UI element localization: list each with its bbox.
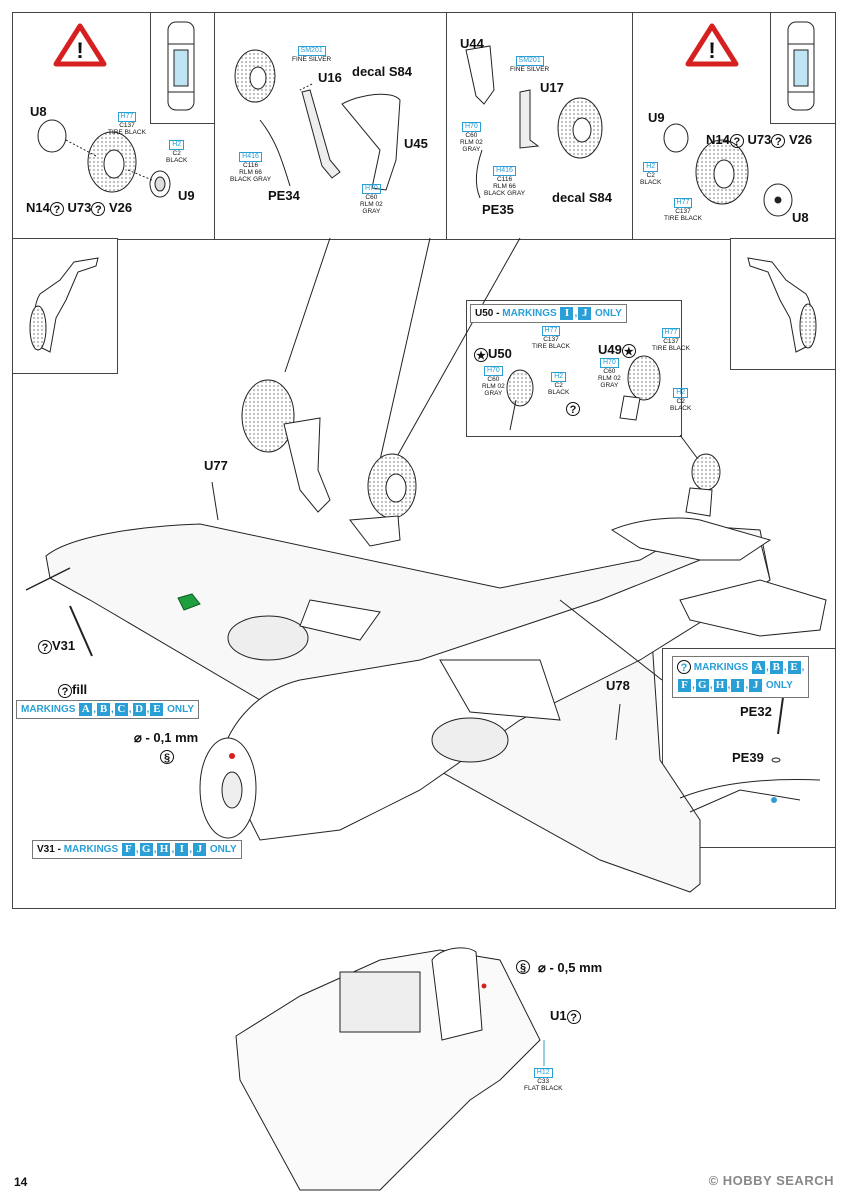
question-icon: ? — [729, 133, 744, 148]
part-v31: ?V31 — [38, 638, 75, 654]
part-pe39: PE39 — [732, 750, 764, 765]
antenna-mount-point — [771, 797, 777, 803]
wheel-well-right — [431, 717, 509, 763]
gear-door-u44 — [465, 45, 495, 105]
part-u9-left: U9 — [178, 188, 195, 203]
part-u44: U44 — [460, 36, 484, 51]
question-icon: ? — [771, 133, 786, 148]
part-u8-left: U8 — [30, 104, 47, 119]
strut-u17 — [519, 89, 540, 149]
svg-text:!: ! — [708, 38, 715, 63]
paint-tire-left: H77 C137 TIRE BLACK — [108, 112, 146, 136]
svg-text:!: ! — [76, 38, 83, 63]
part-u8-right: U8 — [792, 210, 809, 225]
part-u77: U77 — [204, 458, 228, 473]
hubcap-u8-left — [37, 119, 67, 153]
decal-s84-left: decal S84 — [352, 64, 412, 79]
question-icon: ? — [91, 201, 106, 216]
paint-rlm66-right: H416 C116 RLM 66 BLACK GRAY — [484, 166, 526, 197]
part-u17: U17 — [540, 80, 564, 95]
wheel-well-left — [227, 615, 309, 661]
part-pe34: PE34 — [268, 188, 300, 203]
drill-note-cockpit: ⌀ - 0,5 mm — [538, 960, 603, 975]
paint-silver-right: SM201 FINE SILVER — [510, 56, 550, 73]
part-u16: U16 — [318, 70, 342, 85]
paint-tire-right: H77 C137 TIRE BLACK — [664, 198, 702, 222]
callout-left — [284, 237, 331, 373]
strut-u16 — [301, 89, 341, 179]
drill-note-nose: ⌀ - 0,1 mm — [134, 730, 199, 745]
paint-hub-right: H2 C2 BLACK — [640, 162, 662, 186]
fill-label: ?fill — [58, 682, 87, 698]
hub-u9-right — [663, 123, 689, 153]
question-icon: ? — [566, 402, 580, 416]
question-icon: ? — [566, 1009, 581, 1024]
decal-s84-right: decal S84 — [552, 190, 612, 205]
part-u45: U45 — [404, 136, 428, 151]
drill-icon: § — [516, 960, 530, 974]
paint-rlm66-left: H416 C116 RLM 66 BLACK GRAY — [230, 152, 272, 183]
warning-triangle-icon-right: ! — [685, 23, 739, 67]
drill-point-nose — [229, 753, 235, 759]
markings-a-e: MARKINGS A,B,C,D,E ONLY — [16, 700, 200, 719]
paint-hub-left: H2 C2 BLACK — [166, 140, 188, 164]
paint-hub-u50: H2 C2 BLACK — [548, 372, 570, 396]
paint-rlm02-left: H70 C60 RLM 02 GRAY — [360, 184, 383, 215]
part-u50: ★U50 — [474, 346, 512, 362]
watermark: © HOBBY SEARCH — [708, 1173, 834, 1188]
tailplane-bottom — [679, 579, 827, 637]
part-u49: U49★ — [598, 342, 636, 358]
question-icon: ? — [38, 639, 52, 654]
star-icon: ★ — [474, 347, 488, 362]
fill-highlight — [177, 593, 201, 611]
tailplane-top — [610, 517, 772, 561]
paint-rlm02-right: H70 C60 RLM 02 GRAY — [460, 122, 483, 153]
panel-main-assembly — [12, 238, 836, 909]
paint-hub-u49: H2 C2 BLACK — [670, 388, 692, 412]
options-line-right: N14? U73? V26 — [706, 132, 813, 148]
question-icon: ? — [58, 683, 72, 698]
gear-door-u45 — [341, 93, 401, 191]
paint-tire-u49: H77 C137 TIRE BLACK — [652, 328, 690, 352]
tailwheel-u50 — [506, 369, 534, 407]
paint-strut-u49: H70 C60 RLM 02 GRAY — [598, 358, 621, 389]
part-pe35: PE35 — [482, 202, 514, 217]
question-icon: ? — [677, 660, 691, 675]
warning-triangle-icon-left: ! — [53, 23, 107, 67]
options-line-left: N14? U73? V26 — [26, 200, 133, 216]
main-wheel-left — [241, 379, 295, 453]
part-u9-right: U9 — [648, 110, 665, 125]
seat-headrest — [431, 947, 483, 1041]
question-icon: ? — [49, 201, 64, 216]
markings-v31: V31 - MARKINGS F,G,H,I,J ONLY — [32, 840, 242, 859]
paint-silver-left: SM201 FINE SILVER — [292, 46, 332, 63]
part-u78: U78 — [606, 678, 630, 693]
paint-tire-u50: H77 C137 TIRE BLACK — [532, 326, 570, 350]
cockpit-interior — [339, 971, 421, 1033]
panel-right-gear-view — [730, 238, 836, 370]
paint-strut-u50: H70 C60 RLM 02 GRAY — [482, 366, 505, 397]
part-pe32: PE32 — [740, 704, 772, 719]
tailwheel-u49 — [627, 355, 661, 401]
page-number: 14 — [14, 1175, 28, 1189]
wheel-side-highlight — [173, 49, 189, 87]
paint-flat-black: H12 C33 FLAT BLACK — [524, 1068, 563, 1092]
part-u1: U1? — [550, 1008, 581, 1024]
star-icon: ★ — [621, 343, 636, 358]
antenna-v31 — [69, 605, 93, 657]
tailwheel-markings-title: U50 - MARKINGS I,J ONLY — [470, 304, 627, 323]
antenna-markings: ? MARKINGS A,B,E, F,G,H,I,J ONLY — [672, 656, 810, 698]
drill-icon: § — [160, 750, 174, 764]
